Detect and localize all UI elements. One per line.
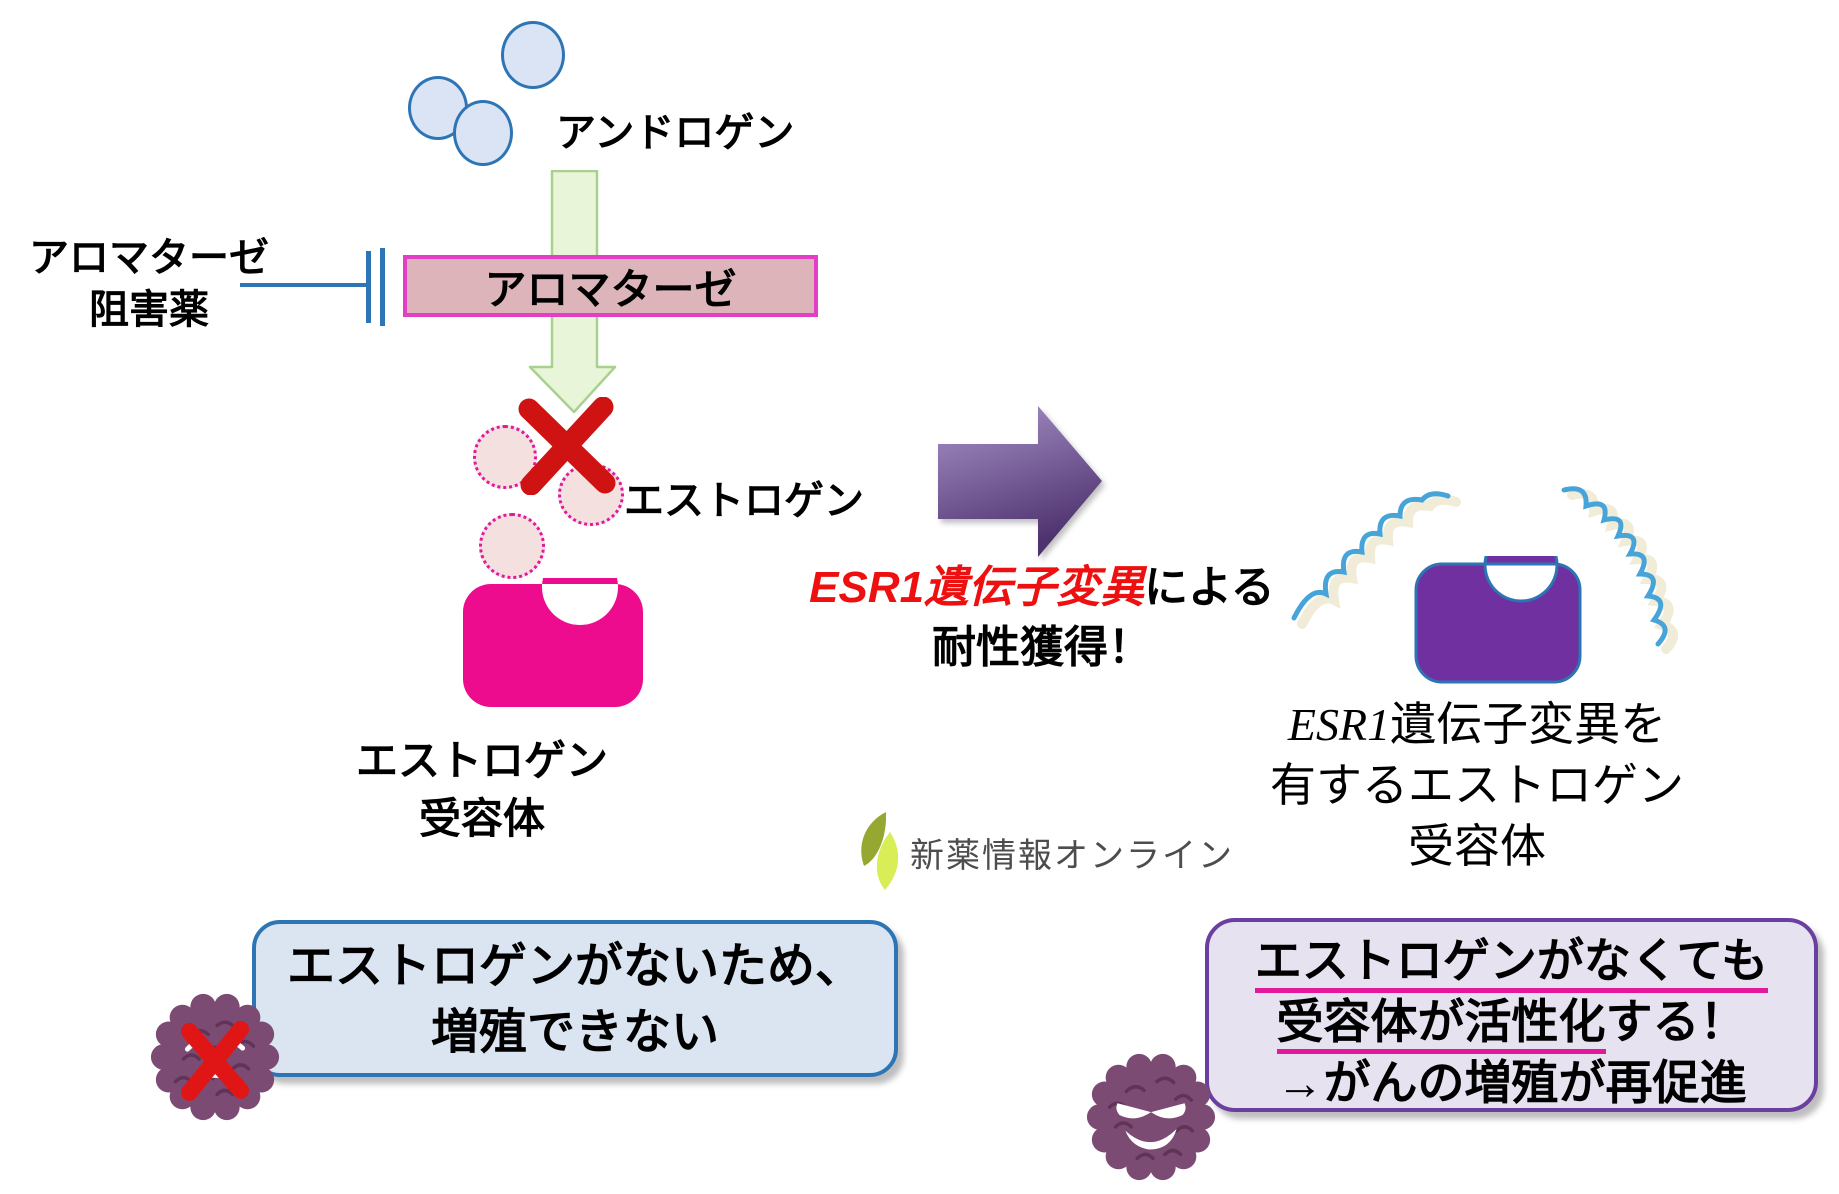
no-growth-callout: エストロゲンがないため、 増殖できない: [252, 920, 898, 1077]
mutant-receptor-shape: [1414, 556, 1582, 684]
inhibition-line-icon: [240, 283, 366, 287]
regrowth-callout: エストロゲンがなくても 受容体が活性化する！ →がんの増殖が再促進: [1205, 918, 1818, 1112]
activation-squiggle-right-icon: [1561, 486, 1678, 654]
regrowth-line2-rest: する！: [1605, 995, 1747, 1048]
mutant-receptor-label: ESR1遺伝子変異を 有するエストロゲン 受容体: [1262, 694, 1692, 877]
androgen-molecule: [453, 100, 513, 166]
red-cross-icon: [518, 397, 616, 495]
mutant-receptor-line3: 受容体: [1408, 821, 1546, 872]
aromatase-inhibitor-label-line2: 阻害薬: [89, 288, 209, 332]
aromatase-enzyme-label: アロマターゼ: [484, 265, 737, 313]
androgen-molecule: [501, 21, 565, 89]
leaf-logo-icon: [861, 812, 899, 890]
estrogen-receptor-label: エストロゲン 受容体: [332, 732, 632, 848]
resistance-arrow-icon: [938, 406, 1102, 557]
site-logo-text: 新薬情報オンライン: [910, 837, 1234, 875]
resistance-caption: ESR1遺伝子変異による 耐性獲得！: [762, 562, 1322, 674]
active-cancer-cell-icon: [1086, 1053, 1216, 1181]
androgen-label: アンドロゲン: [556, 111, 795, 155]
resistance-acquired-text: 耐性獲得！: [932, 623, 1152, 672]
blocked-cancer-cell-icon: [150, 993, 280, 1121]
regrowth-line3: →がんの増殖が再促進: [1276, 1056, 1747, 1109]
androgen-molecule: [408, 76, 468, 140]
esr1-mutation-text: ESR1遺伝子変異: [809, 563, 1145, 612]
activation-squiggle-left-icon: [1291, 491, 1461, 629]
estrogen-receptor-label-line2: 受容体: [418, 795, 545, 842]
no-growth-line2: 増殖できない: [430, 1006, 719, 1059]
aromatase-inhibitor-label-line1: アロマターゼ: [29, 236, 269, 280]
esr1-mutation-suffix: による: [1144, 563, 1275, 612]
mutant-receptor-line1: 遺伝子変異を: [1390, 699, 1667, 750]
aromatase-enzyme-box: アロマターゼ: [403, 255, 818, 317]
regrowth-line1: エストロゲンがなくても: [1254, 934, 1769, 993]
estrogen-molecule: [479, 513, 545, 579]
aromatase-inhibitor-label: アロマターゼ 阻害薬: [4, 232, 294, 336]
regrowth-line2-underlined: 受容体が活性化: [1276, 995, 1606, 1054]
estrogen-receptor-shape: [463, 578, 643, 707]
no-growth-line1: エストロゲンがないため、: [286, 940, 863, 993]
estrogen-label: エストロゲン: [624, 479, 864, 523]
estrogen-molecule: [473, 425, 537, 489]
inhibition-bar-icon: [380, 248, 385, 326]
inhibition-bar-icon: [366, 251, 371, 323]
mutant-receptor-line2: 有するエストロゲン: [1270, 760, 1684, 811]
estrogen-receptor-label-line1: エストロゲン: [355, 737, 608, 784]
mutant-receptor-esr1: ESR1: [1287, 699, 1391, 750]
